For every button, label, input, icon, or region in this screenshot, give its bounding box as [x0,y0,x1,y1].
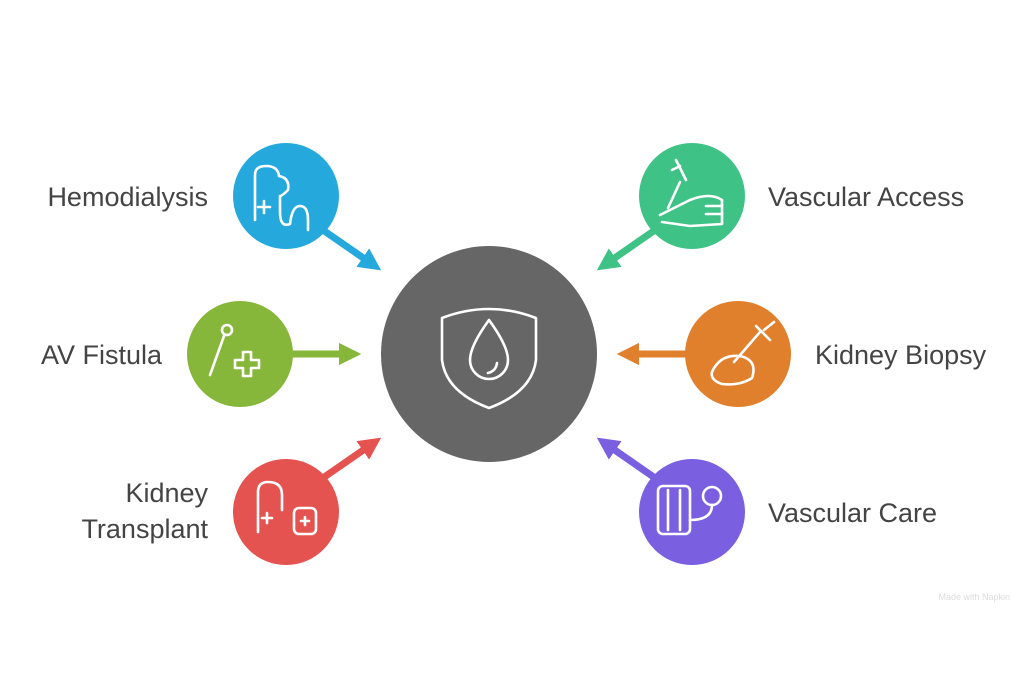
biopsy-syringe-icon [710,320,776,386]
node-kidney-biopsy: Kidney Biopsy [685,301,987,407]
shield-drop-icon [440,307,538,410]
dialysis-icon [253,164,310,232]
label-hemodialysis: Hemodialysis [47,182,208,212]
node-hemodialysis: Hemodialysis [47,143,339,249]
node-kidney-transplant: Kidney Transplant [81,459,339,565]
arrow-0 [318,225,382,271]
label-vascular-care: Vascular Care [768,498,937,528]
label-kidney: Kidney [125,478,208,508]
arrow-3 [596,225,660,271]
arrow-2 [318,437,382,483]
label-av-fistula: AV Fistula [41,340,163,370]
blood-pressure-cuff-icon [656,484,723,536]
center-hub [381,246,597,462]
transplant-bag-icon [256,480,318,536]
node-av-fistula: AV Fistula [41,301,293,407]
label-transplant: Transplant [81,514,208,544]
fistula-swab-icon [208,323,261,378]
node-vascular-access: Vascular Access [639,143,964,249]
label-vascular-access: Vascular Access [768,182,964,212]
node-vascular-care: Vascular Care [639,459,937,565]
watermark: Made with Napkin [938,592,1010,602]
arrow-5 [596,437,660,483]
label-kidney-biopsy: Kidney Biopsy [815,340,987,370]
arm-syringe-icon [658,158,724,228]
